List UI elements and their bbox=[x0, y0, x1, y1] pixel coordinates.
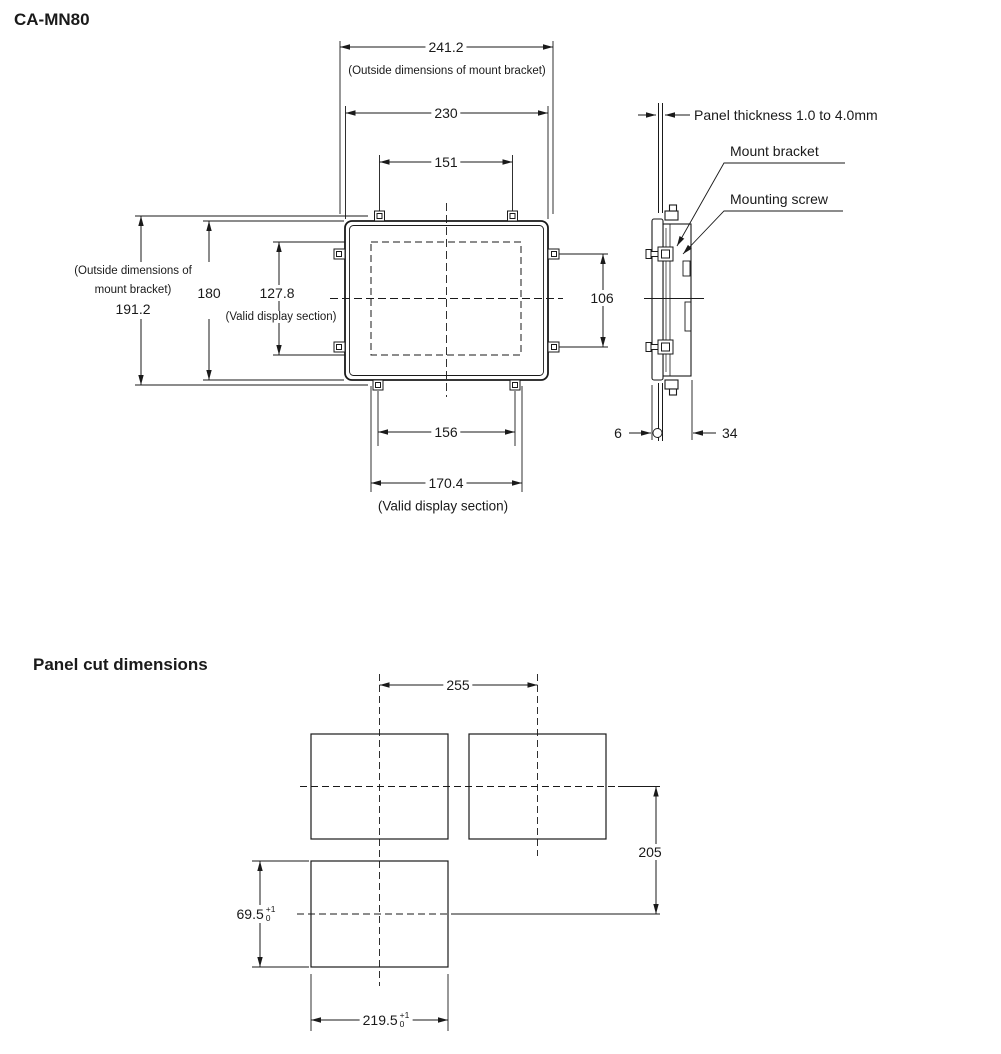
front-view-drawing bbox=[135, 41, 608, 492]
dim-display-height: 127.8 bbox=[256, 285, 298, 301]
dim-cut-width-value: 219.5 bbox=[362, 1012, 398, 1028]
dim-bracket-height: 191.2 bbox=[115, 301, 151, 317]
label-bracket-height-line2: mount bracket) bbox=[94, 284, 172, 296]
label-mount-bracket: Mount bracket bbox=[730, 143, 819, 159]
dim-display-width: 170.4 bbox=[425, 475, 467, 491]
dim-bracket-width: 241.2 bbox=[425, 39, 467, 55]
panel-cut-heading: Panel cut dimensions bbox=[33, 655, 208, 674]
label-bracket-height-block: (Outside dimensions of mount bracket) 19… bbox=[51, 262, 215, 319]
label-mounting-screw: Mounting screw bbox=[730, 191, 829, 207]
dim-top-screw-pitch: 151 bbox=[431, 154, 461, 170]
mounting-clamps bbox=[333, 210, 560, 391]
side-view-drawing bbox=[629, 103, 845, 441]
dim-vertical-pitch: 205 bbox=[635, 844, 665, 860]
dim-bottom-screw-pitch: 156 bbox=[431, 424, 461, 440]
mounting-screws-side bbox=[645, 246, 674, 355]
label-display-width: (Valid display section) bbox=[377, 498, 509, 514]
dim-cut-width: 219.5 +1 0 bbox=[359, 1010, 413, 1029]
depth-dims bbox=[629, 380, 716, 440]
front-view-centerlines bbox=[330, 203, 563, 397]
panel-cut-drawing bbox=[252, 674, 660, 1031]
dim-unit-height: 180 bbox=[194, 285, 224, 301]
dim-cut-height-value: 69.5 bbox=[236, 906, 264, 922]
dim-cut-height-tolerance: +1 0 bbox=[265, 904, 276, 923]
dim-cut-width-tolerance: +1 0 bbox=[399, 1010, 410, 1029]
page-title: CA-MN80 bbox=[14, 10, 90, 29]
dim-unit-width: 230 bbox=[431, 105, 461, 121]
label-panel-thickness: Panel thickness 1.0 to 4.0mm bbox=[694, 107, 878, 123]
panel-cut-dims bbox=[252, 682, 659, 1031]
label-bracket-height-line1: (Outside dimensions of bbox=[74, 265, 192, 277]
monitor-side-profile bbox=[651, 204, 692, 396]
dim-side-screw-pitch: 106 bbox=[587, 290, 617, 306]
callout-leaders bbox=[676, 162, 845, 255]
label-display-height: (Valid display section) bbox=[223, 311, 339, 323]
label-bracket-width: (Outside dimensions of mount bracket) bbox=[348, 65, 546, 77]
dim-horizontal-pitch: 255 bbox=[443, 677, 473, 693]
panel-cut-centerlines bbox=[297, 674, 660, 986]
dim-cut-height: 69.5 +1 0 bbox=[233, 904, 279, 923]
dim-front-protrusion: 6 bbox=[614, 425, 622, 441]
dim-rear-depth: 34 bbox=[722, 425, 738, 441]
